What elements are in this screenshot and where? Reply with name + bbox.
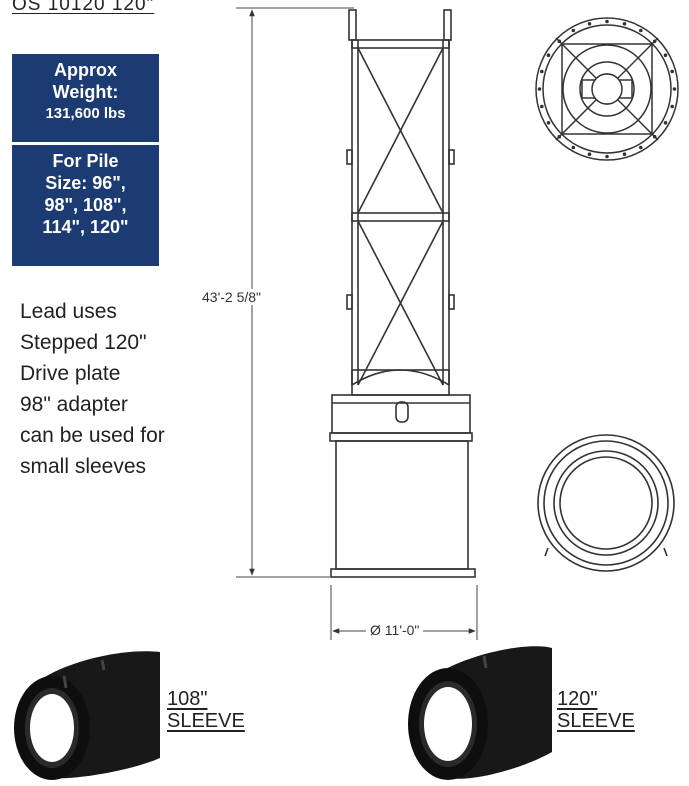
bolt-hole [652, 134, 657, 139]
bolt-hole [663, 53, 668, 57]
sleeve-120-size: 120" [557, 688, 598, 710]
drawing-title: OS 10120 120" [12, 0, 155, 15]
weight-line-2: Weight: [52, 82, 119, 102]
bolt-hole [672, 87, 677, 91]
lead-tower-side-view [329, 9, 476, 578]
bottom-view [537, 434, 675, 572]
diameter-dimension-label: Ø 11'-0" [366, 622, 424, 638]
bolt-hole [639, 145, 643, 150]
pile-size-spec-box: For Pile Size: 96", 98", 108", 114", 120… [12, 145, 159, 266]
weight-line-1: Approx [54, 60, 117, 80]
pile-line-4: 114", 120" [42, 217, 129, 237]
note-line: 98" adapter [20, 393, 128, 416]
sleeve-120-label: 120" SLEEVE [557, 688, 635, 732]
top-view-bolt-ring [537, 19, 677, 159]
bolt-hole [546, 53, 551, 57]
pile-line-1: For Pile [52, 151, 119, 171]
sleeve-108-image [14, 651, 160, 780]
bolt-hole [557, 134, 562, 139]
note-line: can be used for [20, 424, 165, 447]
bolt-hole [587, 152, 592, 156]
note-line: Stepped 120" [20, 331, 147, 354]
bolt-hole [540, 104, 544, 109]
bolt-hole [670, 69, 674, 74]
bolt-hole [540, 69, 544, 74]
bolt-hole [571, 28, 576, 33]
weight-spec-box: Approx Weight: 131,600 lbs [12, 54, 159, 142]
note-line: Lead uses [20, 300, 117, 323]
note-line: Drive plate [20, 362, 121, 385]
bolt-hole [670, 104, 674, 109]
bolt-hole [663, 121, 668, 125]
top-view [535, 17, 679, 161]
sleeve-120-image [408, 646, 552, 780]
lead-notes: Lead uses Stepped 120" Drive plate 98" a… [20, 296, 165, 482]
bolt-hole [639, 28, 643, 33]
pile-line-2: Size: 96", [45, 173, 126, 193]
bolt-hole [652, 39, 657, 44]
sleeve-108-size: 108" [167, 688, 208, 710]
sleeve-108-label: 108" SLEEVE [167, 688, 245, 732]
bolt-hole [546, 121, 551, 125]
bolt-hole [622, 152, 627, 156]
bolt-hole [587, 22, 592, 26]
note-line: small sleeves [20, 455, 147, 478]
bolt-hole [605, 19, 609, 24]
bolt-hole [537, 87, 542, 91]
pile-line-3: 98", 108", [44, 195, 127, 215]
sleeve-120-word: SLEEVE [557, 710, 635, 732]
height-dimension-label: 43'-2 5/8" [200, 289, 264, 305]
bolt-hole [622, 22, 627, 26]
sleeve-108-word: SLEEVE [167, 710, 245, 732]
bolt-hole [605, 154, 609, 159]
weight-value: 131,600 lbs [45, 105, 126, 122]
bolt-hole [571, 145, 576, 150]
bolt-hole [557, 39, 562, 44]
